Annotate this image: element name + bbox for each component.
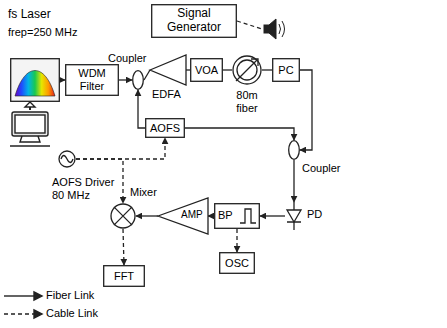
node-label: EDFA <box>152 88 181 101</box>
legend-samples <box>4 292 42 318</box>
fiber-spool-outline <box>232 55 262 85</box>
legend-text: Cable Link <box>46 307 98 319</box>
node-label: AMP <box>181 209 203 221</box>
fiber-link <box>300 70 312 150</box>
controller-box: PC <box>272 58 300 82</box>
node-label: WDM Filter <box>68 67 116 92</box>
node-label: OSC <box>225 257 249 270</box>
node-label: BP <box>218 209 233 222</box>
fiber-link <box>185 128 294 140</box>
fiber-link <box>223 69 232 70</box>
node-label: Mixer <box>130 186 157 199</box>
fiber-link <box>138 90 145 128</box>
node-label: AOFS <box>150 122 180 135</box>
fiber-link <box>293 160 294 202</box>
node-label: PC <box>278 64 293 77</box>
fiber-link <box>136 215 158 216</box>
coupler-outline <box>132 70 144 90</box>
photodiode-outline <box>285 202 303 230</box>
cable-link <box>237 21 262 29</box>
scope-box: OSC <box>219 252 255 274</box>
node-label: FFT <box>114 270 134 283</box>
cable-link <box>76 138 165 159</box>
bandpass-filter: BP <box>214 203 260 229</box>
node-label: VOA <box>195 64 218 77</box>
node-label: AOFS Driver 80 MHz <box>52 176 118 201</box>
fiber-link <box>262 69 272 70</box>
fiber-link <box>60 79 65 80</box>
photodiode: PD <box>285 202 303 230</box>
node-label: PD <box>307 208 322 221</box>
cable-link <box>236 229 237 252</box>
driver-source-outline <box>58 150 76 168</box>
attenuator-box: VOA <box>190 58 223 82</box>
coupler: Coupler <box>132 70 144 90</box>
node-label: Coupler <box>302 162 341 175</box>
fiber-link <box>119 79 132 80</box>
legend-text: Fiber Link <box>46 289 94 301</box>
node-label: 80m fiber <box>229 89 265 114</box>
mixer-symbol-outline <box>110 203 136 229</box>
node-label: fs Laser <box>8 8 51 22</box>
node-label: frep=250 MHz <box>8 26 77 39</box>
laser-source: fs Laserfrep=250 MHz <box>10 58 60 102</box>
fiber-spool: 80m fiber <box>232 55 262 85</box>
laser-source-outline <box>10 58 60 102</box>
node-label: Signal Generator <box>154 7 234 35</box>
driver-source: AOFS Driver 80 MHz <box>58 150 76 168</box>
computer-icon <box>10 102 50 146</box>
fiber-link <box>144 70 150 80</box>
cable-link <box>123 229 124 265</box>
coupler-outline <box>288 140 300 160</box>
speaker-icon <box>264 19 285 39</box>
amplifier: EDFA <box>150 55 186 85</box>
fiber-link <box>208 215 214 216</box>
analyzer-box: FFT <box>103 265 145 287</box>
amplifier-outline <box>150 55 186 85</box>
fiber-link <box>260 215 285 216</box>
shifter-box: AOFS <box>145 118 185 138</box>
amplifier: AMP <box>158 198 208 234</box>
generator-box: Signal Generator <box>151 4 237 38</box>
mixer-symbol: Mixer <box>110 203 136 229</box>
node-label: Coupler <box>108 52 147 65</box>
coupler: Coupler <box>288 140 300 160</box>
filter-box: WDM Filter <box>65 64 119 96</box>
